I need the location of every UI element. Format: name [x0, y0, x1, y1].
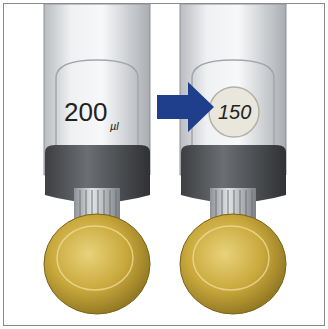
volume-reading: 200: [64, 99, 107, 125]
display-window: [209, 87, 259, 137]
volume-reading: 150: [218, 102, 251, 122]
unit-label: µl: [110, 121, 119, 132]
change-arrow: [157, 82, 214, 132]
pipette-right: [180, 4, 286, 314]
pipette-left: [44, 4, 150, 314]
frame: [4, 4, 325, 326]
